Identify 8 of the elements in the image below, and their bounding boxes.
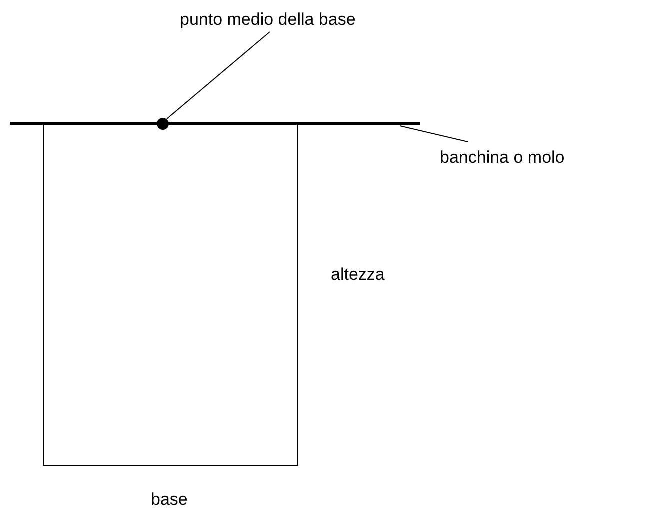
dimension-label: base (151, 490, 188, 510)
quay-line (10, 122, 420, 125)
leader-line (166, 32, 270, 120)
dimension-label: altezza (331, 265, 385, 285)
midpoint-dot (157, 118, 169, 130)
leader-line (400, 126, 468, 142)
callout-text: banchina o molo (440, 148, 565, 168)
callout-text: punto medio della base (180, 10, 356, 30)
